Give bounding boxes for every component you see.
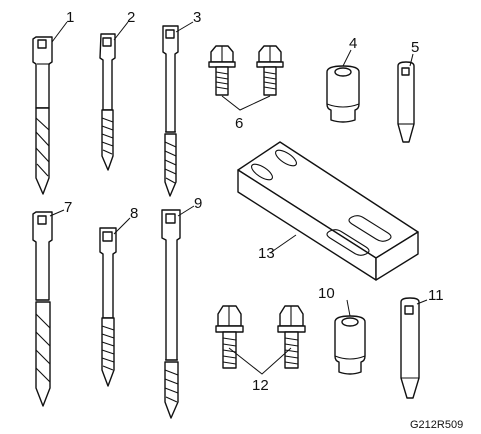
leader-1 [51,21,68,43]
callout-3: 3 [193,9,201,26]
leader-13 [269,234,297,254]
leader-8 [113,217,131,235]
part-7-drill-bit [32,211,53,407]
callout-6: 6 [235,115,243,132]
leader-5 [409,53,414,67]
part-5-guide [397,61,415,143]
leader-12 [228,347,292,375]
callout-10: 10 [318,285,335,302]
part-4-sleeve [326,65,360,123]
part-3-extractor [162,25,179,197]
part-1-drill-bit [32,36,53,195]
callout-11: 11 [428,287,444,304]
callout-4: 4 [349,35,357,52]
part-8-tap [99,227,117,387]
part-13-fixture-plate [237,141,419,281]
part-9-extractor [161,209,181,419]
callout-12: 12 [252,377,269,394]
part-10-sleeve [334,315,366,375]
leader-3 [175,21,194,33]
callout-5: 5 [411,39,419,56]
leader-2 [113,21,129,41]
callout-9: 9 [194,195,202,212]
leader-10 [346,299,351,317]
leader-11 [416,299,428,305]
callout-7: 7 [64,199,72,216]
callout-numbers: 1 2 3 4 5 6 7 8 9 10 11 12 13 [64,9,444,394]
leader-6 [221,95,271,111]
leader-7 [49,209,65,217]
callout-2: 2 [127,9,135,26]
leader-9 [177,205,195,217]
callout-13: 13 [258,245,275,262]
part-11-guide [400,297,420,399]
callout-1: 1 [66,9,74,26]
part-6-bolts [208,45,284,96]
leader-4 [342,49,352,67]
part-12-bolts [215,305,306,369]
leader-lines [49,21,428,375]
callout-8: 8 [130,205,138,222]
figure-code: G212R509 [410,419,463,431]
part-2-tap [99,33,116,171]
